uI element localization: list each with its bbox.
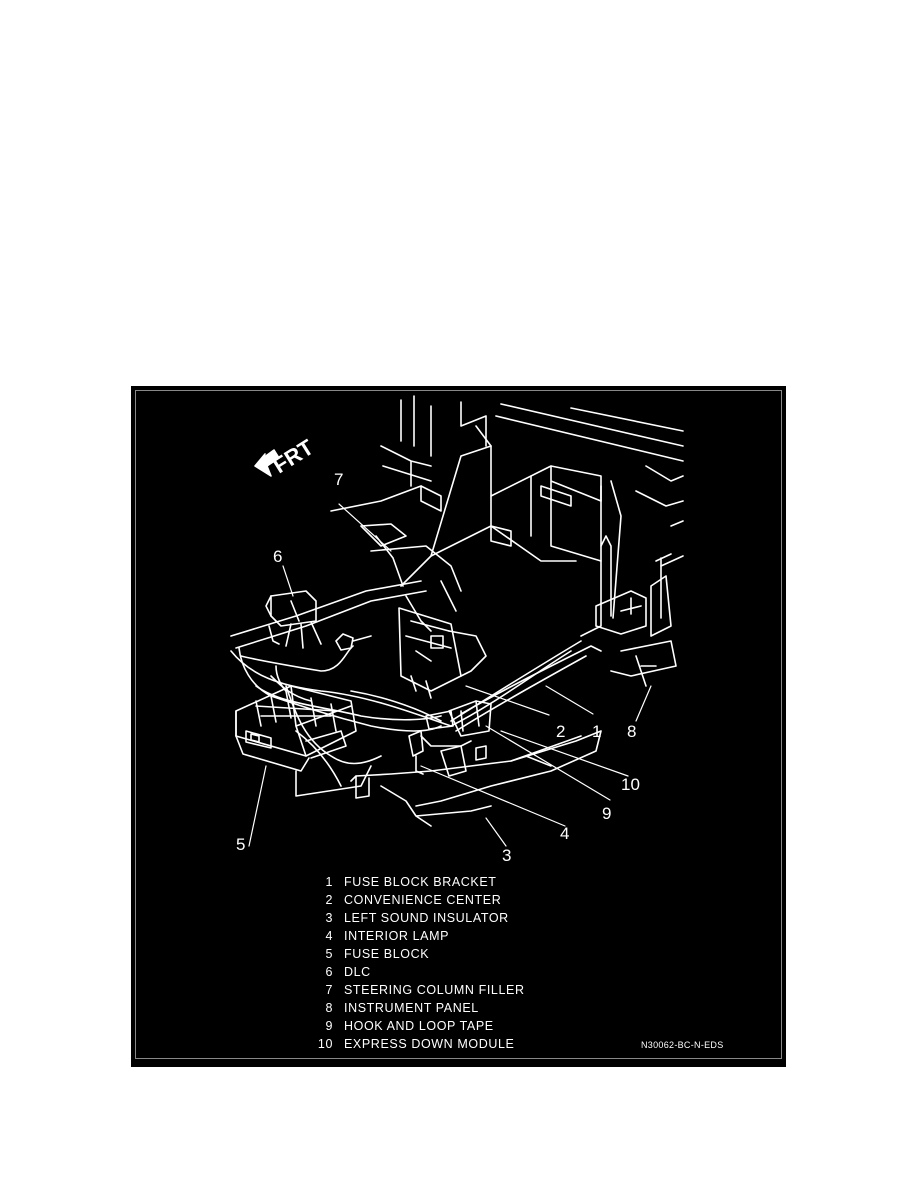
express-down-module: [425, 700, 492, 737]
callout-8: 8: [627, 722, 636, 741]
callout-3: 3: [502, 846, 511, 865]
figure-inner-border: [135, 390, 782, 1059]
component-diagram: FRT 1 2 3 4 5 6 7 8 9 10: [230, 395, 684, 865]
convenience-center: [398, 607, 487, 699]
fuse-block: [235, 685, 372, 797]
callout-1: 1: [592, 722, 601, 741]
left-sound-insulator: [350, 730, 602, 827]
interior-lamp: [408, 730, 424, 775]
dash-structure: [380, 395, 684, 687]
callout-9: 9: [602, 804, 611, 823]
callout-5: 5: [236, 835, 245, 854]
callout-10: 10: [621, 775, 640, 794]
frt-label: FRT: [268, 434, 318, 478]
figure-code: N30062-BC-N-EDS: [641, 1040, 724, 1050]
leader-lines: [248, 503, 652, 847]
dlc-connector: [265, 590, 372, 651]
callout-2: 2: [556, 722, 565, 741]
wiring-harness: [230, 640, 602, 787]
callout-4: 4: [560, 824, 569, 843]
frt-arrow-icon: [254, 449, 280, 477]
callout-6: 6: [273, 547, 282, 566]
callout-7: 7: [334, 470, 343, 489]
